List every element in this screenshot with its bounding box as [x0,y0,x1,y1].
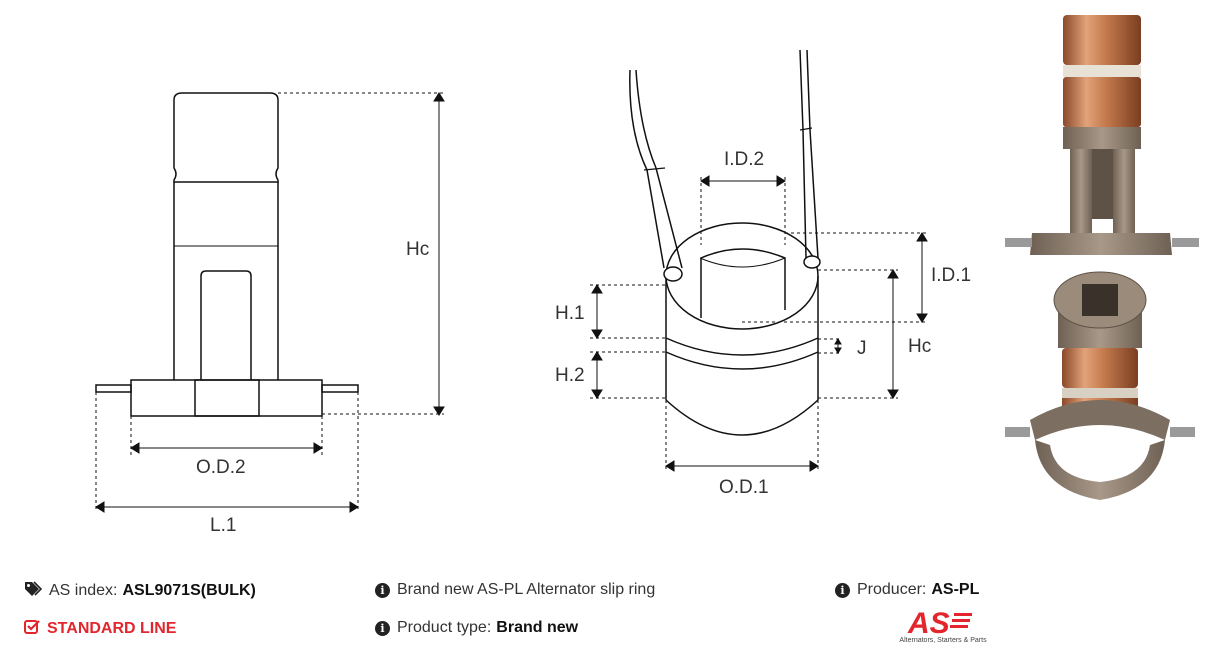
logo-tagline: Alternators, Starters & Parts [899,637,987,644]
product-type-value: Brand new [496,619,579,636]
dim-label-od2: O.D.2 [196,457,246,478]
as-pl-logo: AS [906,607,974,640]
dim-label-h2: H.2 [555,365,585,386]
dim-label-hc-mid: Hc [908,336,931,357]
perspective-view-dimensions [590,175,928,472]
description-row: i Brand new AS-PL Alternator slip ring [375,581,655,599]
side-view-dimensions [95,92,445,513]
dim-label-id2: I.D.2 [724,149,764,170]
as-index-label: AS index: [49,582,118,599]
info-circle-icon: i [375,582,390,598]
dim-label-l1: L.1 [210,515,236,536]
dim-label-hc-left: Hc [406,239,429,260]
product-photo-angled [1005,271,1195,500]
producer-label: Producer: [857,581,927,598]
producer-value: AS-PL [931,581,980,598]
product-photo-side [1005,15,1199,255]
dim-label-id1: I.D.1 [931,265,971,286]
tags-icon [24,581,43,601]
as-index-value: ASL9071S(BULK) [122,582,256,599]
standard-line-label: STANDARD LINE [47,620,177,637]
dim-label-j: J [857,338,867,359]
dim-label-h1: H.1 [555,303,585,324]
product-type-row: i Product type: Brand new [375,619,578,637]
info-circle-icon: i [375,620,390,636]
product-description: Brand new AS-PL Alternator slip ring [397,581,656,598]
product-type-label: Product type: [397,619,492,636]
side-view-drawing [95,92,359,417]
standard-line-row: STANDARD LINE [24,619,176,639]
check-square-icon [24,619,40,639]
producer-row: i Producer: AS-PL [835,581,979,599]
perspective-view-drawing [629,49,821,436]
logo-mark: AS [907,607,950,637]
dim-label-od1: O.D.1 [719,477,769,498]
info-circle-icon: i [835,582,850,598]
as-index-row: AS index: ASL9071S(BULK) [24,581,256,601]
